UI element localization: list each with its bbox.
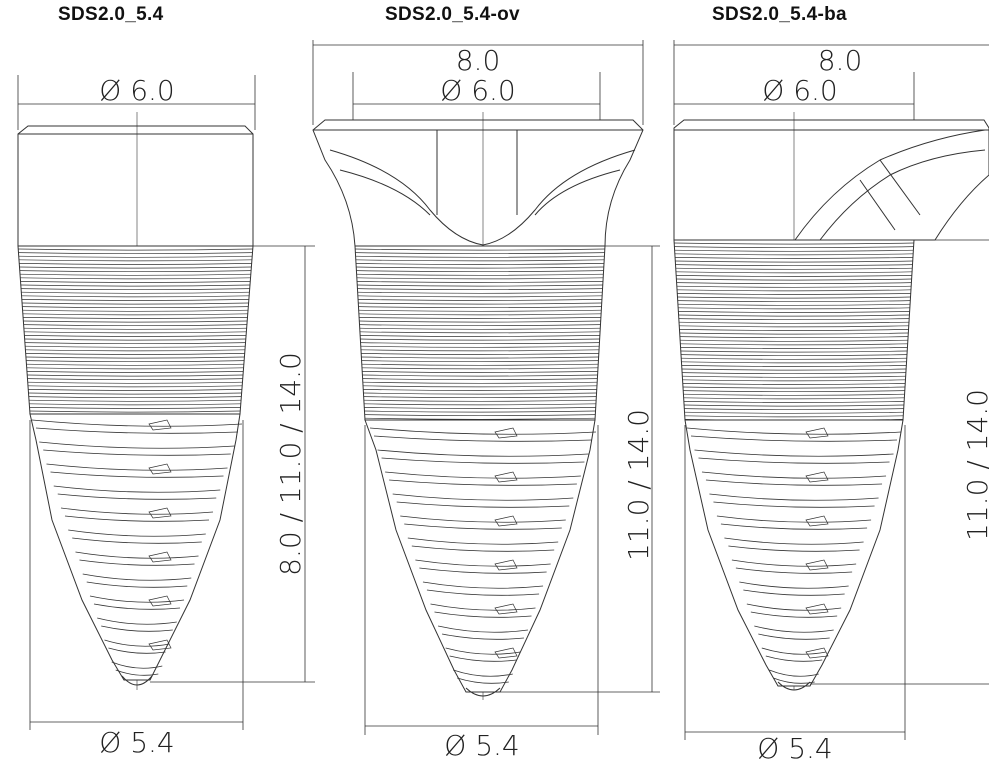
implant-drawing-2 [312,40,660,735]
head-diameter-label-3: Ø 6.0 [762,74,837,107]
apical-threads-2 [369,427,597,684]
length-label-2: 11.0 / 14.0 [622,409,655,561]
tip-diameter-label-2: Ø 5.4 [444,729,519,760]
tip-diameter-label-1: Ø 5.4 [99,726,174,759]
length-label-3: 11.0 / 14.0 [961,389,989,541]
thread-lines-2 [355,248,605,420]
implant-title-3: SDS2.0_5.4-ba [712,4,847,25]
implant-drawing-3 [673,40,989,740]
head-diameter-label-1: Ø 6.0 [99,74,174,107]
apical-threads-3 [686,427,902,684]
tip-diameter-label-3: Ø 5.4 [757,732,832,760]
implant-title-2: SDS2.0_5.4-ov [385,4,520,25]
implant-drawing-1 [17,75,315,730]
thread-lines-1 [18,248,253,413]
implant-title-1: SDS2.0_5.4 [58,4,164,25]
thread-lines-3 [674,242,914,421]
head-diameter-label-2: Ø 6.0 [440,74,515,107]
apical-threads-1 [31,419,243,676]
collar-width-label-2: 8.0 [456,44,501,77]
length-label-1: 8.0 / 11.0 / 14.0 [274,352,307,576]
collar-width-label-3: 8.0 [818,44,863,77]
